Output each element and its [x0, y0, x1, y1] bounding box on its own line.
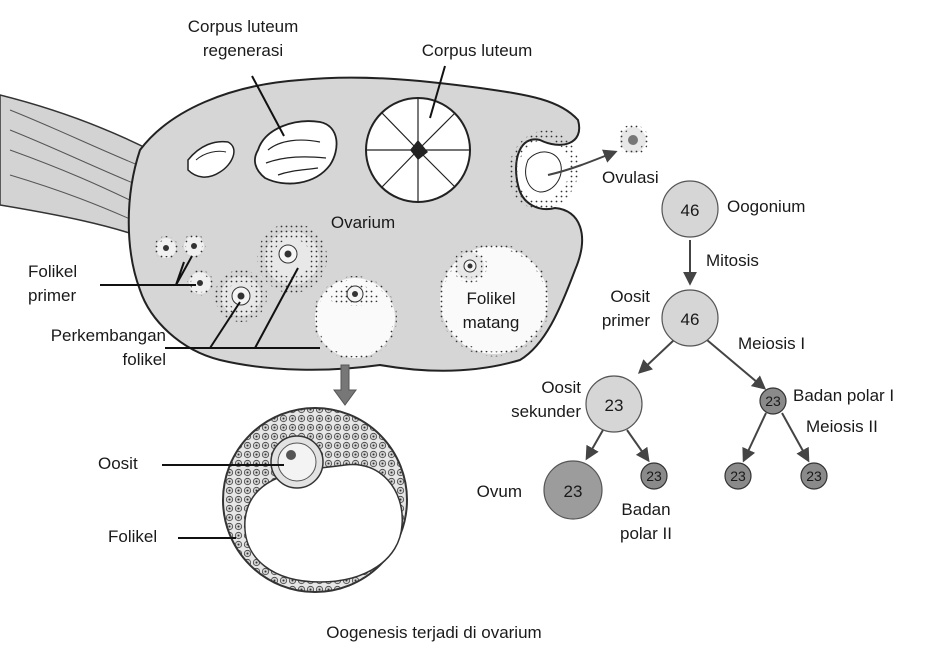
arrow-to-ovum: [585, 429, 604, 461]
leader-corpus-luteum: [429, 65, 446, 119]
ovulated-oocyte: [617, 124, 649, 156]
count-badan-polar-2: 23: [646, 468, 662, 484]
label-perkembangan-1: Perkembangan: [51, 326, 166, 345]
arrow-to-polar1: [706, 339, 767, 390]
corpus-luteum-shape: [365, 97, 471, 203]
label-oosit-sekunder-1: Oosit: [541, 378, 581, 397]
label-oosit: Oosit: [98, 454, 138, 473]
cell-badan-polar-2: [640, 462, 668, 490]
label-corpus-luteum-regen-1: Corpus luteum: [188, 17, 299, 36]
leader-perkembangan: [165, 267, 320, 349]
label-ovarium: Ovarium: [331, 213, 395, 232]
count-polar-child-left: 23: [730, 468, 746, 484]
cell-polar-child-right: [800, 462, 828, 490]
label-ovum: Ovum: [477, 482, 522, 501]
cell-polar-child-left: [724, 462, 752, 490]
cell-oosit-primer: [661, 289, 719, 347]
count-oosit-primer: 46: [681, 310, 700, 329]
caption: Oogenesis terjadi di ovarium: [326, 623, 541, 642]
label-oosit-primer-1: Oosit: [610, 287, 650, 306]
ruptured-follicle-shape: [508, 130, 579, 210]
label-folikel: Folikel: [108, 527, 157, 546]
label-oogonium: Oogonium: [727, 197, 805, 216]
count-ovum: 23: [564, 482, 583, 501]
arrow-polar1-right: [781, 412, 810, 463]
primary-follicles: [154, 234, 213, 296]
cell-oosit-sekunder: [585, 375, 643, 433]
label-badan-polar-1: Badan polar I: [793, 386, 894, 405]
cell-oogonium: [661, 180, 719, 238]
oogenesis-flow: 46 46 23 23 23 23 23 23 Oogonium Mitosis…: [477, 180, 894, 543]
label-badan-polar-2-2: polar II: [620, 524, 672, 543]
antral-follicle: [313, 276, 397, 360]
mature-follicle: [437, 243, 551, 357]
label-oosit-primer-2: primer: [602, 311, 651, 330]
cell-ovum: [543, 460, 603, 520]
label-meiosis-1: Meiosis I: [738, 334, 805, 353]
label-corpus-luteum: Corpus luteum: [422, 41, 533, 60]
label-folikel-primer-2: primer: [28, 286, 77, 305]
enlarged-follicle: [222, 407, 408, 593]
label-mitosis: Mitosis: [706, 251, 759, 270]
count-polar-child-right: 23: [806, 468, 822, 484]
arrow-polar1-left: [742, 412, 767, 463]
label-corpus-luteum-regen-2: regenerasi: [203, 41, 283, 60]
label-ovulasi: Ovulasi: [602, 168, 659, 187]
arrow-to-sekunder: [637, 339, 675, 374]
label-folikel-matang-1: Folikel: [466, 289, 515, 308]
leader-corpus-luteum-regen: [251, 75, 285, 137]
leader-folikel-primer: [100, 255, 196, 286]
count-badan-polar-1: 23: [765, 393, 781, 409]
label-perkembangan-2: folikel: [123, 350, 166, 369]
label-meiosis-2: Meiosis II: [806, 417, 878, 436]
developing-follicles: [215, 223, 327, 322]
corpus-luteum-regenerating-shape: [187, 140, 235, 178]
label-folikel-primer-1: Folikel: [28, 262, 77, 281]
label-folikel-matang-2: matang: [463, 313, 520, 332]
label-oosit-sekunder-2: sekunder: [511, 402, 581, 421]
arrow-to-polar2: [626, 429, 650, 463]
count-oosit-sekunder: 23: [605, 396, 624, 415]
count-oogonium: 46: [681, 201, 700, 220]
corpus-luteum-regen-shape: [254, 120, 338, 185]
cell-badan-polar-1: [759, 387, 787, 415]
enlarge-arrow: [333, 364, 357, 406]
ovulation-arrow: [547, 149, 618, 176]
label-badan-polar-2-1: Badan: [621, 500, 670, 519]
